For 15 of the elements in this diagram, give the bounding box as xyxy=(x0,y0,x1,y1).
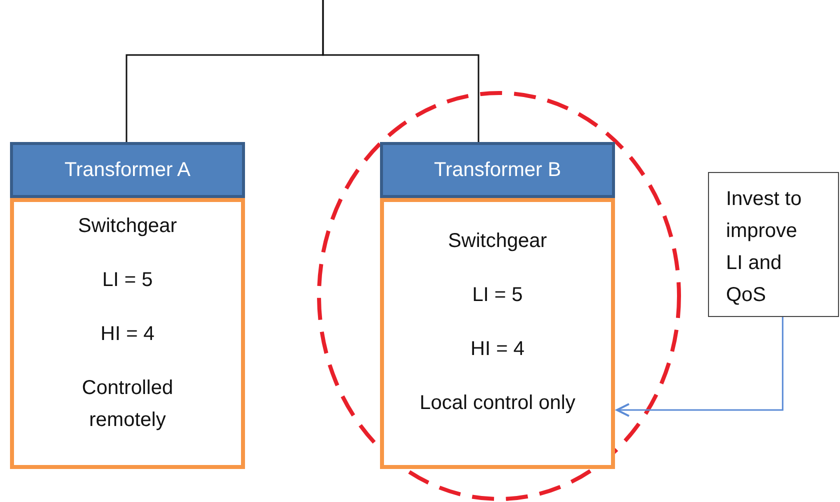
attribute-text: HI = 4 xyxy=(470,337,524,362)
attribute-text: Switchgear xyxy=(78,214,177,239)
transformer-box xyxy=(10,198,245,469)
attribute-text: HI = 4 xyxy=(100,322,154,347)
transformer-box xyxy=(380,198,615,469)
transformer-header: Transformer B xyxy=(380,142,615,198)
note-box: Invest to improve LI and QoS xyxy=(708,172,839,317)
connector-line xyxy=(322,0,480,142)
attribute-text: Switchgear xyxy=(448,229,547,254)
attribute-text: Controlled remotely xyxy=(80,376,174,433)
arrow xyxy=(616,317,784,417)
attribute-text: Local control only xyxy=(420,391,576,416)
attribute-text: LI = 5 xyxy=(102,268,153,293)
attribute-text: LI = 5 xyxy=(472,283,523,308)
transformer-header: Transformer A xyxy=(10,142,245,198)
